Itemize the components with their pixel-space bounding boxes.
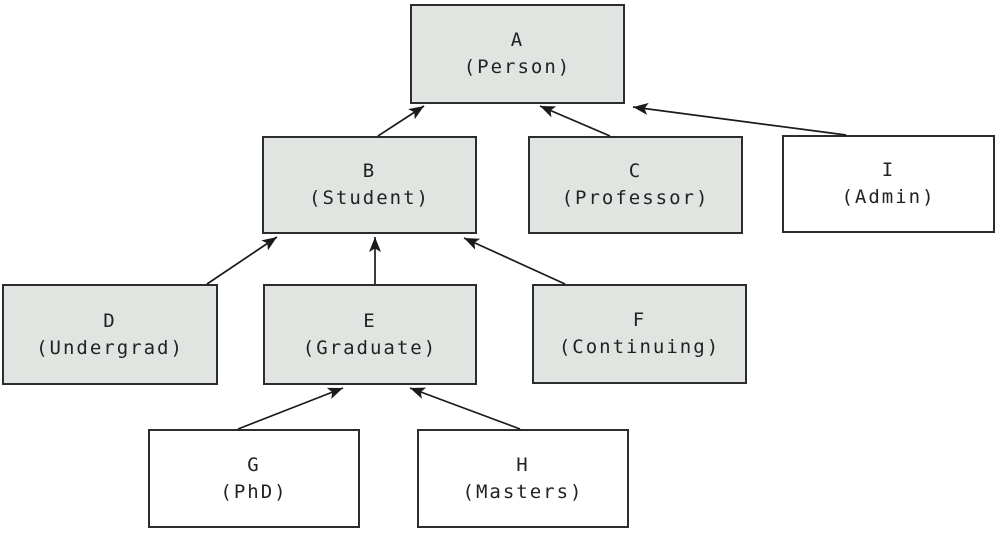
edge-i-to-a [632,103,847,136]
node-c-letter: C [628,160,643,182]
node-e-role-label: (Graduate) [302,336,438,359]
edge-c-to-a [539,105,611,137]
edge-f-to-b [463,237,566,285]
node-c-role-label: (Professor) [561,187,710,209]
node-b: B (Student) [262,136,477,234]
node-e: E (Graduate) [263,284,477,385]
node-b-letter: B [362,160,377,182]
node-b-role-label: (Student) [309,187,430,209]
edge-d-to-b [206,236,278,285]
node-d-letter: D [103,309,117,332]
node-f-role-label: (Continuing) [558,336,721,358]
edge-g-to-e [237,387,344,430]
node-g: G (PhD) [148,429,360,528]
node-d: D (Undergrad) [2,284,218,385]
node-f-letter: F [632,309,647,331]
node-e-letter: E [363,309,377,332]
node-i-letter: I [881,159,896,181]
node-a-letter: A [510,29,525,51]
node-h-role-label: (Masters) [462,480,584,503]
node-i: I (Admin) [782,135,995,233]
node-g-role-label: (PhD) [220,480,288,503]
edge-h-to-e [409,387,521,430]
node-h-letter: H [516,453,530,476]
node-g-letter: G [247,453,261,476]
node-a: A (Person) [410,4,625,104]
node-i-role-label: (Admin) [841,186,936,208]
edge-b-to-a [377,105,425,137]
node-h: H (Masters) [417,429,629,528]
node-c: C (Professor) [528,136,743,234]
node-f: F (Continuing) [532,284,747,384]
node-a-role-label: (Person) [463,56,572,78]
node-d-role-label: (Undergrad) [36,336,184,359]
